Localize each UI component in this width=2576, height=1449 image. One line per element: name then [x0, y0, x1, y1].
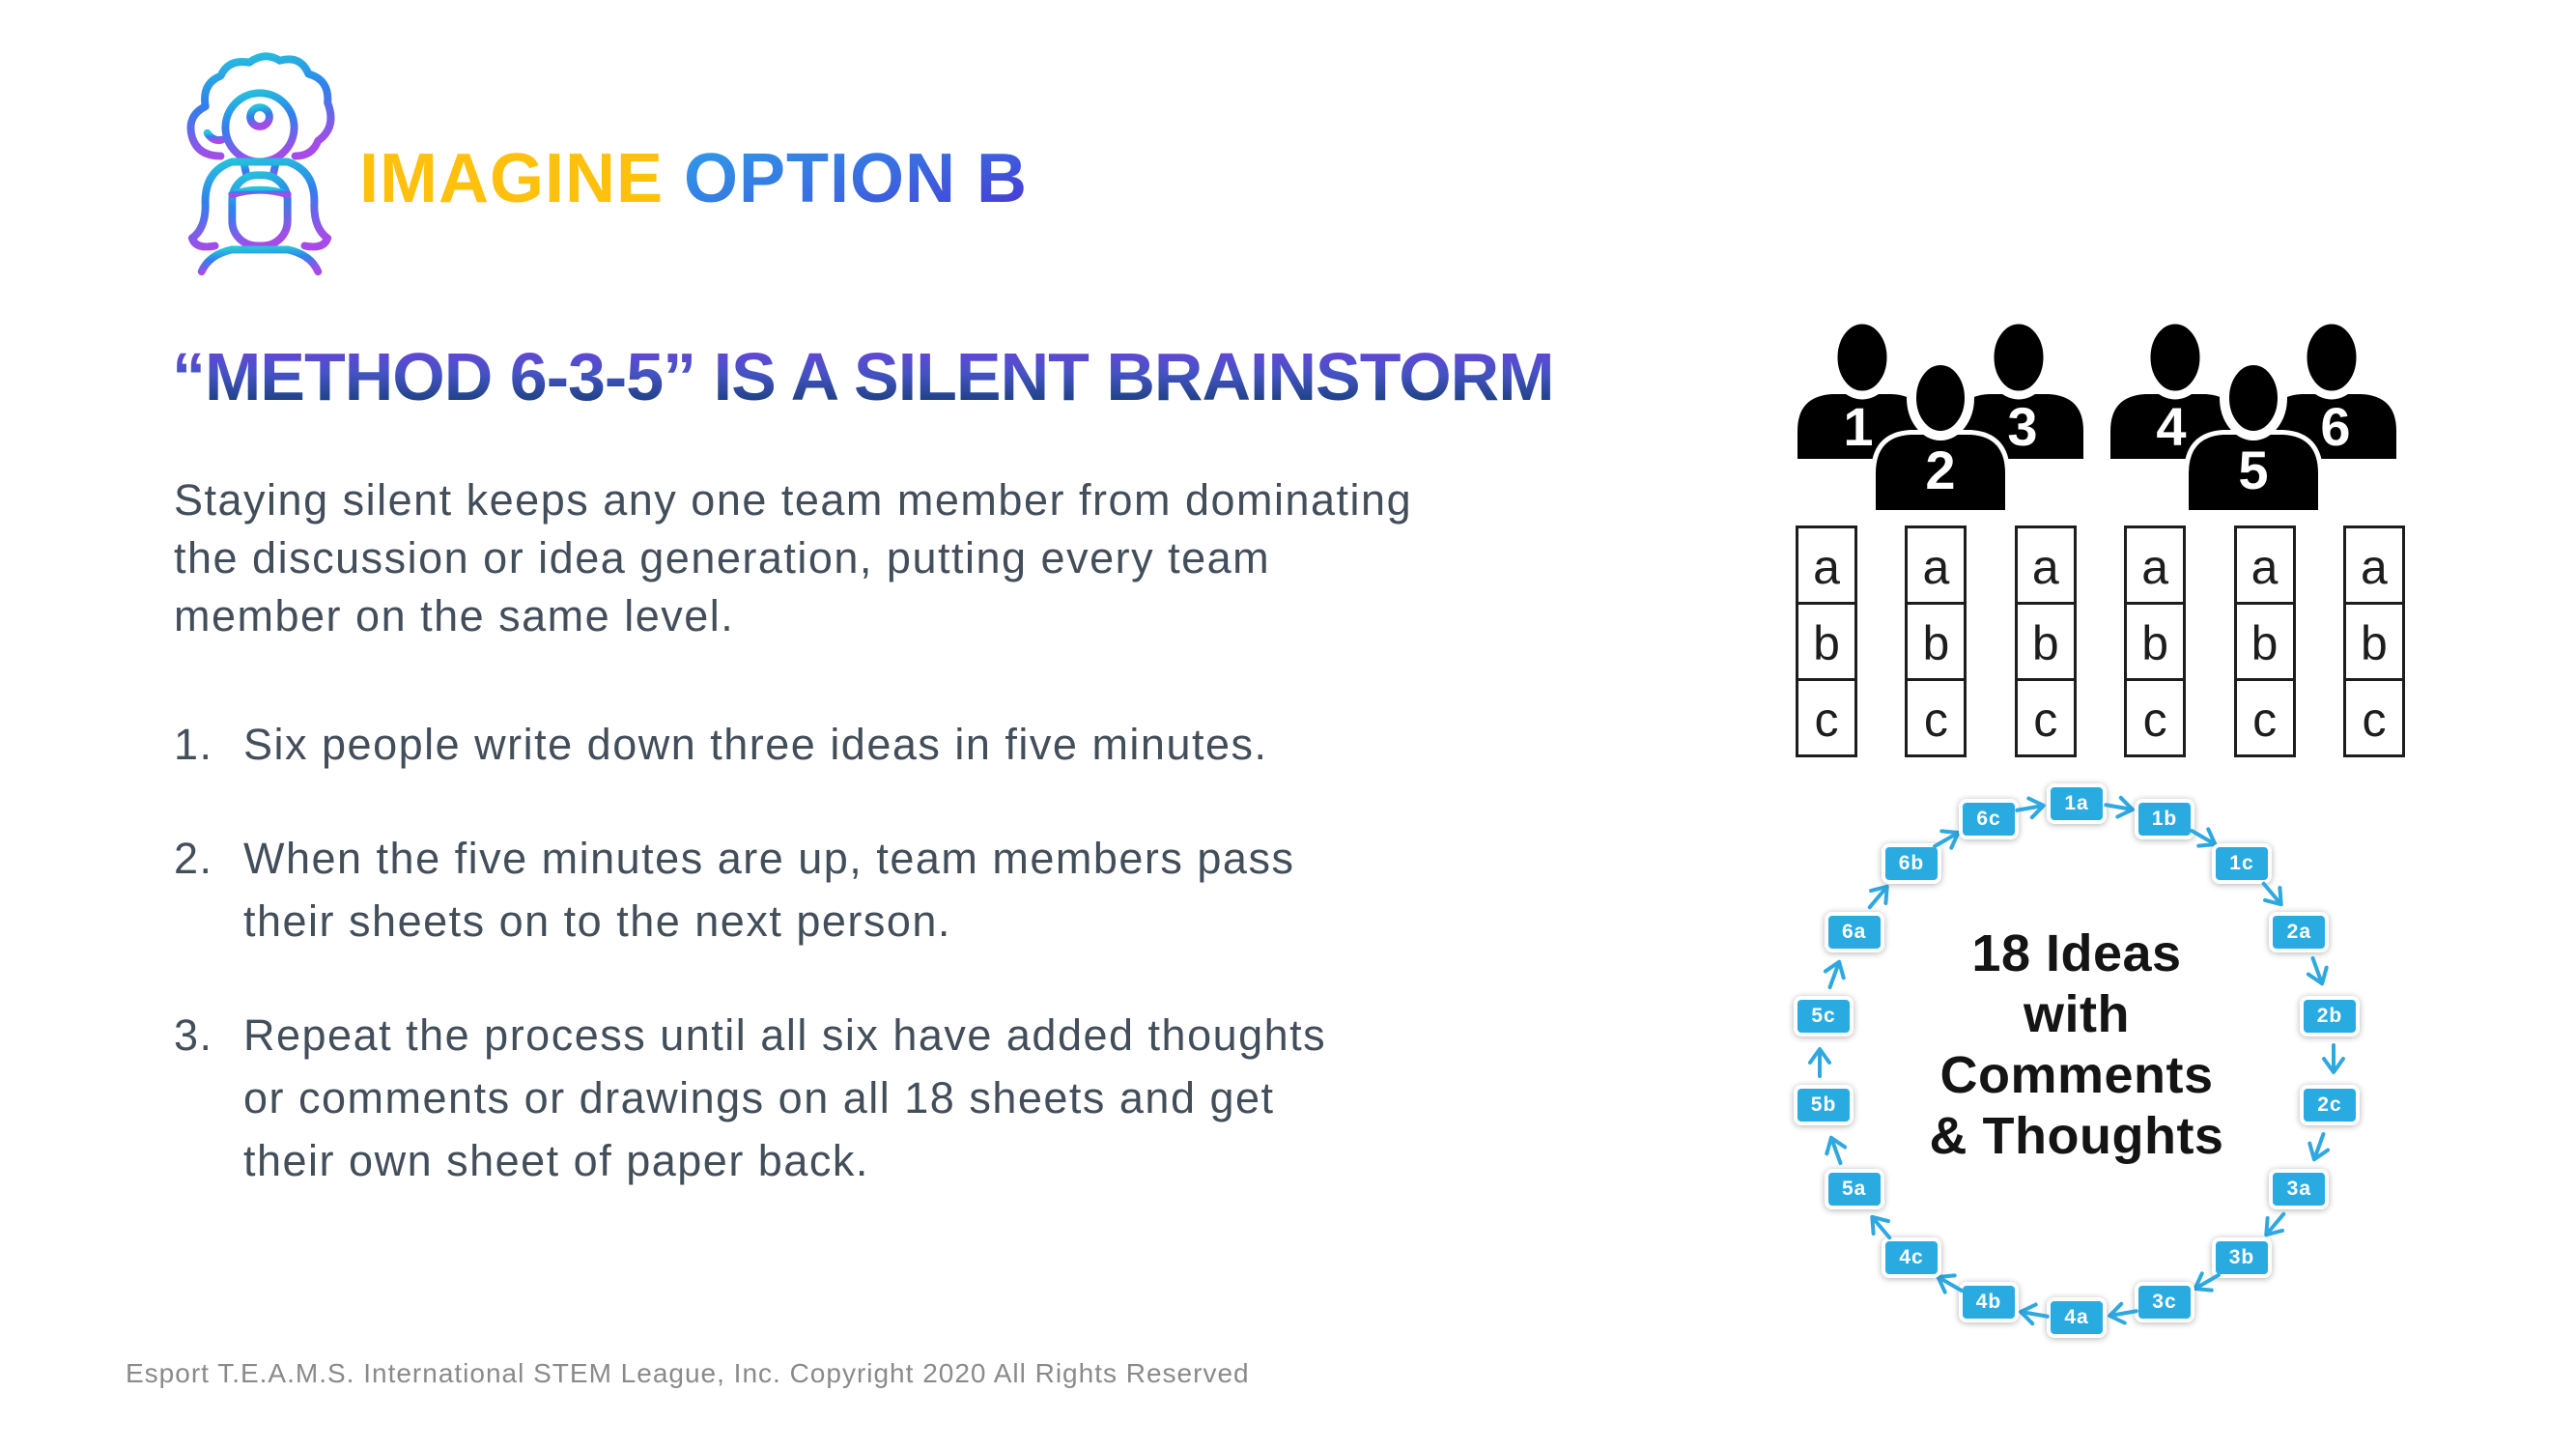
person-icon — [1871, 430, 2010, 512]
ring-sheet-box: 1a — [2047, 783, 2107, 824]
slide-heading: “METHOD 6-3-5” IS A SILENT BRAINSTORM — [172, 339, 1555, 414]
step-text: Six people write down three ideas in fiv… — [243, 720, 1268, 769]
ring-arrow-icon — [2299, 1125, 2337, 1171]
step-text: When the five minutes are up, team membe… — [243, 834, 1295, 946]
person-head-icon — [1907, 355, 1974, 440]
ring-arrow-icon — [2299, 950, 2337, 995]
ring-sheet-box: 4c — [1882, 1236, 1942, 1278]
sheet-cell: b — [2233, 602, 2296, 681]
sheet-cell: c — [1796, 678, 1857, 757]
sheet-cell: c — [2124, 678, 2187, 757]
steps-list: 1. Six people write down three ideas in f… — [174, 713, 1816, 1243]
ring-arrow-icon — [2011, 791, 2053, 825]
ring-arrow-icon — [2250, 1203, 2296, 1250]
sheet-rotation-ring-diagram: 18 Ideas with Comments & Thoughts 1a 1b 1c… — [1719, 773, 2434, 1349]
step-number: 3. — [174, 1010, 213, 1060]
person-head-icon — [2220, 355, 2287, 440]
ring-arrow-icon — [1816, 950, 1854, 995]
person-number: 4 — [2156, 396, 2186, 457]
sheet-cell: a — [1905, 526, 1967, 605]
step-number: 2. — [174, 834, 213, 883]
ring-arrow-icon — [2320, 1041, 2347, 1080]
team-group: 4 6 5 — [2110, 319, 2396, 512]
sheet-cell: b — [2342, 602, 2405, 681]
sheet-cell: b — [2014, 602, 2077, 681]
ring-sheet-box: 6a — [1824, 912, 1884, 952]
ring-sheet-box: 2a — [2269, 912, 2330, 952]
ring-sheet-box: 4a — [2047, 1297, 2107, 1338]
step-item: 2. When the five minutes are up, team mem… — [174, 827, 1816, 952]
title-option-b: OPTION B — [684, 140, 1029, 217]
ring-center-text: 18 Ideas with Comments & Thoughts — [1929, 924, 2224, 1165]
person-icon — [2184, 430, 2323, 512]
ring-sheet-box: 1c — [2211, 843, 2272, 885]
ring-sheet-box: 5c — [1794, 995, 1854, 1037]
ring-sheet-box: 3b — [2211, 1236, 2272, 1278]
ring-arrow-icon — [1925, 1262, 1972, 1304]
person-head-icon — [1985, 319, 2052, 400]
step-number: 1. — [174, 720, 213, 769]
sheet-cell: c — [2233, 678, 2296, 757]
step-item: 1. Six people write down three ideas in f… — [174, 713, 1816, 776]
sheet-cell: b — [2124, 602, 2187, 681]
person-number: 6 — [2320, 396, 2350, 457]
step-text: Repeat the process until all six have ad… — [243, 1010, 1327, 1185]
sheet-cell: c — [2014, 678, 2077, 757]
person-number: 5 — [2238, 440, 2268, 500]
step-item: 3. Repeat the process until all six have … — [174, 1004, 1816, 1192]
page-title: IMAGINE OPTION B — [359, 141, 1028, 216]
sheet-cell: c — [2342, 678, 2405, 757]
sheet-cell: b — [1796, 602, 1857, 681]
sheet-cell: a — [2233, 526, 2296, 605]
ring-sheet-box: 5a — [1824, 1169, 1884, 1209]
team-members-diagram: 1 3 2 4 6 5 — [1793, 319, 2411, 514]
ring-arrow-icon — [2100, 1297, 2142, 1331]
ring-arrow-icon — [2182, 1262, 2229, 1304]
sheet-cell: a — [2342, 526, 2405, 605]
person-number: 1 — [1843, 396, 1873, 457]
ring-sheet-box: 2b — [2299, 995, 2360, 1037]
ring-arrow-icon — [1816, 1125, 1854, 1171]
ring-sheet-box: 1b — [2134, 799, 2194, 840]
ring-sheet-box: 3c — [2134, 1281, 2194, 1322]
person-head-icon — [2141, 319, 2209, 400]
title-imagine: IMAGINE — [359, 140, 665, 217]
person-head-icon — [1828, 319, 1896, 400]
sheet-cell: a — [1796, 526, 1857, 605]
ring-sheet-box: 6c — [1959, 799, 2020, 840]
ring-sheet-box: 5b — [1794, 1085, 1854, 1126]
ring-arrow-icon — [1925, 817, 1972, 860]
footer-copyright: Esport T.E.A.M.S. International STEM Lea… — [126, 1358, 1250, 1388]
ring-arrow-icon — [1857, 872, 1903, 920]
sheet-cell: a — [2124, 526, 2187, 605]
ring-sheet-box: 6b — [1882, 843, 1942, 885]
ring-sheet-box: 2c — [2299, 1085, 2360, 1126]
ring-arrow-icon — [2011, 1297, 2053, 1331]
ring-arrow-icon — [2250, 872, 2296, 920]
person-number: 3 — [2007, 396, 2037, 457]
team-group: 1 3 2 — [1798, 319, 2083, 512]
ring-sheet-box: 3a — [2269, 1169, 2330, 1209]
ring-arrow-icon — [2100, 791, 2142, 825]
sheet-cell: b — [1905, 602, 1967, 681]
ring-sheet-box: 4b — [1959, 1281, 2020, 1322]
person-head-icon — [2298, 319, 2365, 400]
brain-lightbulb-person-icon — [186, 52, 335, 276]
sheet-cell: c — [1905, 678, 1967, 757]
ring-arrow-icon — [1857, 1203, 1903, 1250]
person-number: 2 — [1925, 440, 1955, 500]
intro-paragraph: Staying silent keeps any one team member… — [174, 475, 1413, 640]
ring-arrow-icon — [1806, 1041, 1833, 1080]
sheet-cell: a — [2014, 526, 2077, 605]
